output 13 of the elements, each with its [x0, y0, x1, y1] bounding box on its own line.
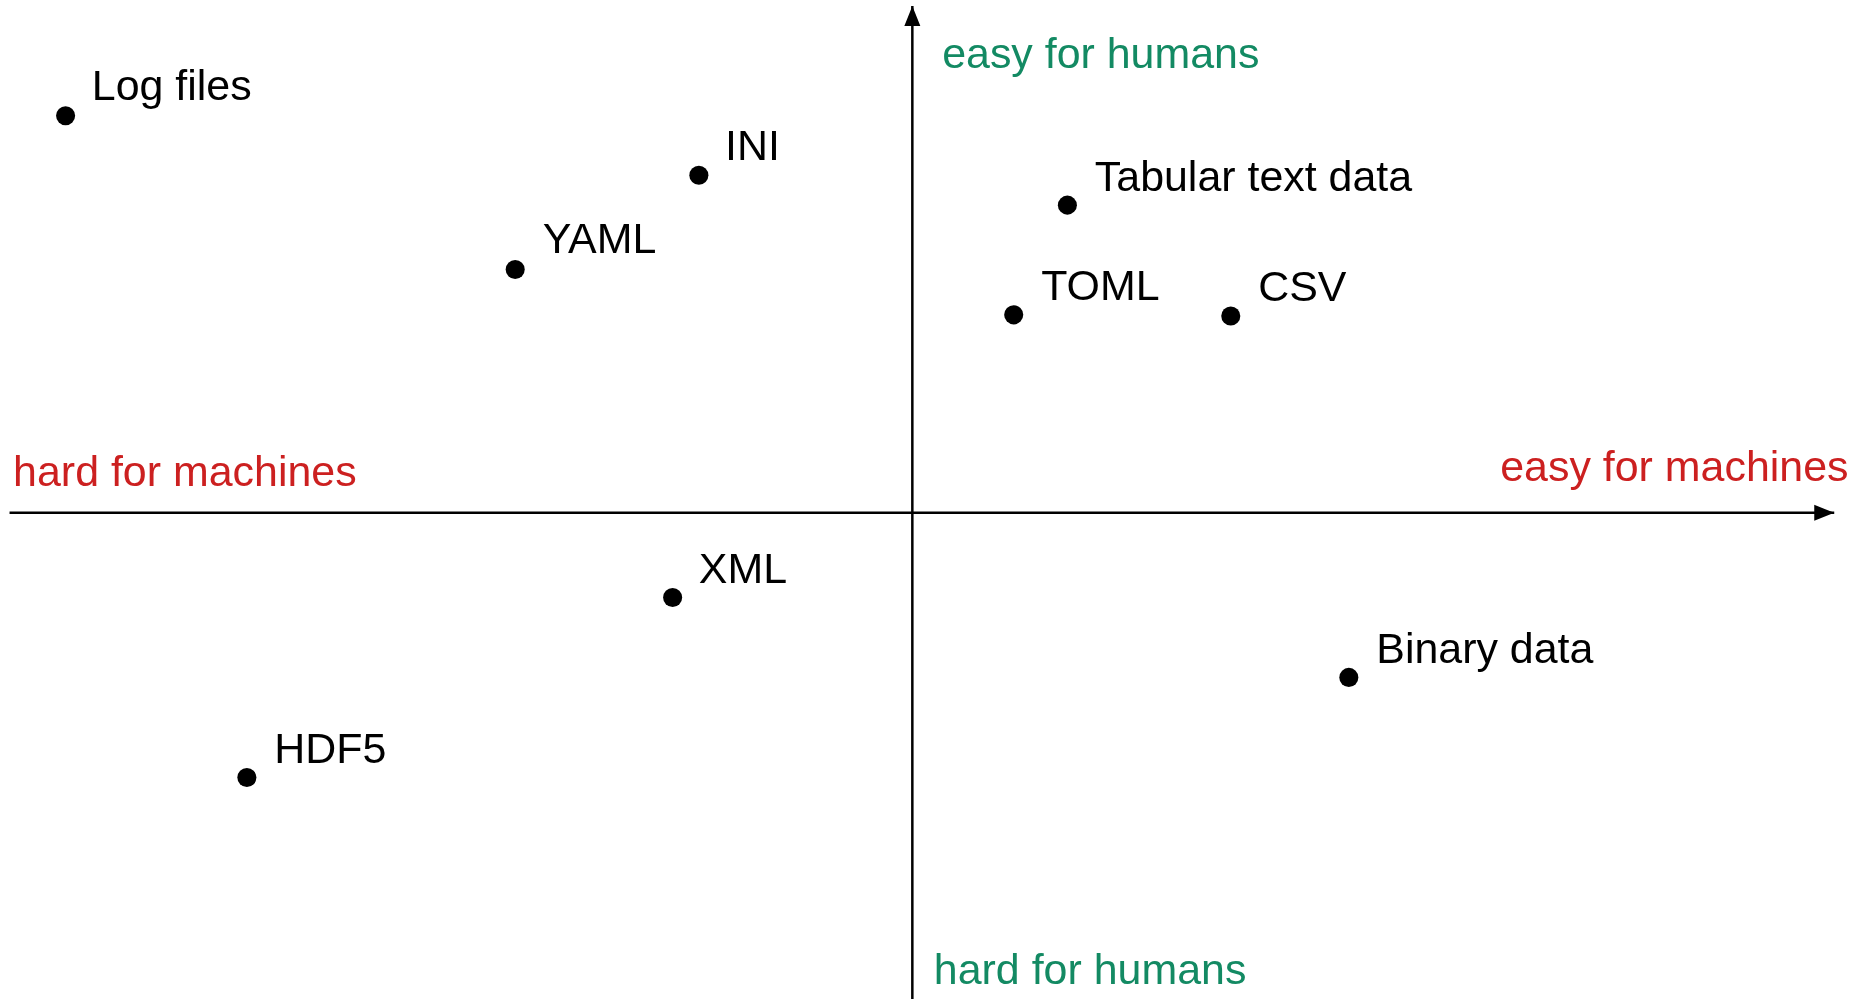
axis-label: hard for machines — [13, 449, 357, 493]
axis-label: hard for humans — [933, 948, 1247, 992]
axis-label: easy for humans — [942, 32, 1260, 76]
point-label: CSV — [1258, 264, 1347, 308]
point-label: Binary data — [1376, 627, 1594, 671]
point-label: Tabular text data — [1094, 155, 1413, 198]
point-label: HDF5 — [274, 727, 387, 771]
point-label: XML — [698, 547, 788, 591]
point-label: YAML — [542, 217, 657, 260]
point-label: Log files — [91, 64, 252, 108]
point-label: TOML — [1041, 263, 1160, 307]
axis-label: easy for machines — [1500, 444, 1849, 488]
point-label: INI — [725, 124, 780, 167]
